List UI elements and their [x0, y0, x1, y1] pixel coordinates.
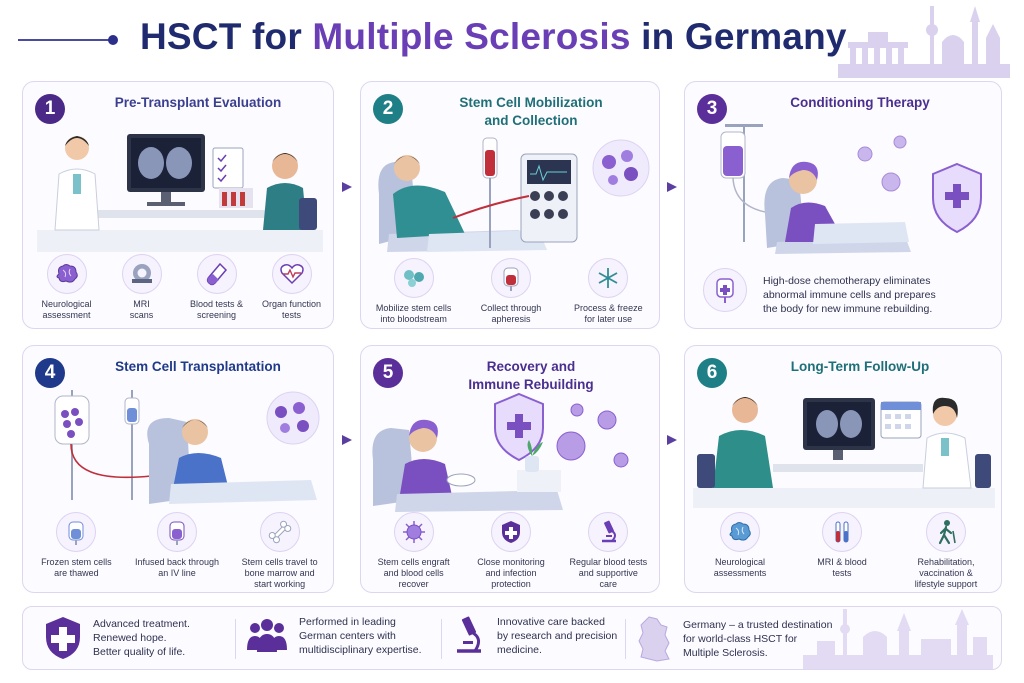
footer-item: Advanced treatment.Renewed hope.Better q… [43, 615, 190, 661]
cells-icon [393, 258, 434, 298]
iv-bag-icon [156, 512, 197, 552]
mri-scanner-icon [121, 254, 162, 294]
footer-divider [625, 619, 626, 659]
step-item: Blood tests &screening [179, 254, 254, 321]
microscope-icon [457, 616, 481, 653]
iv-bag-icon [703, 268, 747, 312]
heart-pulse-icon [271, 254, 312, 294]
step-title: Pre-Transplant Evaluation [114, 95, 282, 110]
test-tube-icon [196, 254, 237, 294]
arrow-right-icon [667, 435, 677, 445]
berlin-skyline-icon [838, 6, 1010, 78]
bone-icon [259, 512, 300, 552]
step-number-badge: 3 [697, 94, 727, 124]
blood-bag-icon [490, 258, 531, 298]
walking-icon [926, 512, 966, 552]
step-number-badge: 1 [35, 94, 65, 124]
step-number-badge: 6 [697, 358, 727, 388]
footer-divider [235, 619, 236, 659]
step-card-pre-transplant: 1 Pre-Transplant Evaluation Neurological… [22, 81, 334, 329]
arrow-right-icon [667, 182, 677, 192]
chemotherapy-illustration [720, 124, 982, 254]
arrow-right-icon [342, 435, 352, 445]
step-description: High-dose chemotherapy eliminates abnorm… [763, 275, 936, 315]
iv-bag-icon [56, 512, 97, 552]
step-number-badge: 4 [35, 358, 65, 388]
brain-icon [46, 254, 87, 294]
city-skyline-icon [803, 609, 993, 669]
doctor-consultation-illustration [37, 134, 323, 252]
step-title: Stem Cell Transplantation [115, 359, 281, 374]
test-tube-icon [822, 512, 862, 552]
header: HSCT for Multiple Sclerosis in Germany [0, 14, 1024, 64]
step-number-badge: 5 [373, 358, 403, 388]
step-item: Rehabilitation,vaccination &lifestyle su… [896, 512, 996, 590]
step-number-badge: 2 [373, 94, 403, 124]
title-decor-line [18, 39, 110, 41]
brain-icon [720, 512, 760, 552]
follow-up-consultation-illustration [693, 397, 995, 508]
page-title: HSCT for Multiple Sclerosis in Germany [140, 16, 847, 57]
step-title: Conditioning Therapy [790, 95, 930, 110]
people-icon [247, 619, 287, 652]
step-card-transplantation: 4 Stem Cell Transplantation Frozen stem … [22, 345, 334, 593]
step-card-conditioning: 3 Conditioning Therapy High-dose chemoth… [684, 81, 1002, 329]
snowflake-icon [588, 258, 629, 298]
shield-icon [490, 512, 531, 552]
step-title: Long-Term Follow-Up [790, 359, 930, 374]
microscope-icon [588, 512, 629, 552]
footer-bar: Advanced treatment.Renewed hope.Better q… [22, 606, 1002, 670]
footer-text: Advanced treatment.Renewed hope.Better q… [93, 618, 190, 658]
footer-divider [441, 619, 442, 659]
arrow-right-icon [342, 182, 352, 192]
germany-map-icon [638, 616, 670, 662]
patient-recovery-illustration [372, 392, 629, 512]
virus-icon [393, 512, 434, 552]
stem-cell-infusion-illustration [54, 390, 320, 504]
shield-cross-icon [46, 617, 80, 659]
apheresis-illustration [378, 137, 650, 252]
title-decor-dot [108, 35, 118, 45]
